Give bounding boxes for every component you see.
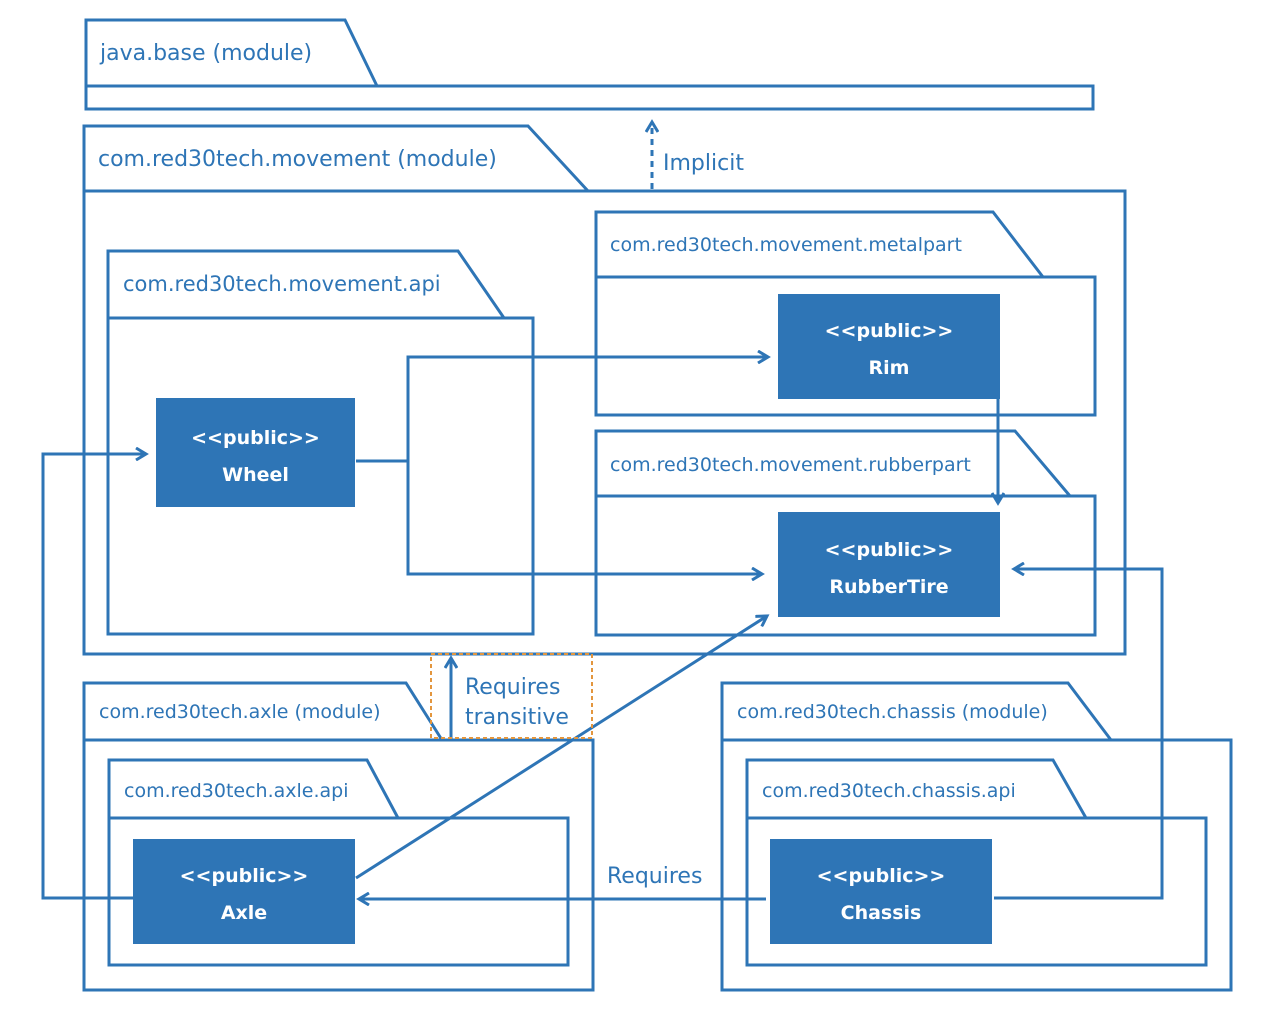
package-metalpart-tab bbox=[594, 210, 1045, 278]
module-chassis: com.red30tech.chassis (module) bbox=[720, 681, 1233, 992]
module-movement: com.red30tech.movement (module) bbox=[82, 124, 1127, 656]
package-rubberpart-tab bbox=[594, 429, 1072, 497]
class-chassis: <<public>> Chassis bbox=[770, 839, 992, 944]
package-chassis-api-tab bbox=[745, 758, 1088, 819]
module-axle-tab bbox=[82, 681, 444, 741]
axle-to-rubbertire-arrow bbox=[355, 616, 767, 880]
implicit-label: Implicit bbox=[663, 151, 744, 176]
package-movement-api-tab bbox=[106, 249, 506, 319]
class-rim-stereotype: <<public>> bbox=[825, 320, 954, 342]
module-movement-label: com.red30tech.movement (module) bbox=[98, 147, 497, 172]
axle-to-wheel-arrow bbox=[41, 454, 146, 900]
wheel-to-rubbertire-arrow bbox=[406, 461, 762, 574]
package-movement-api-body bbox=[106, 316, 535, 636]
package-rubberpart: com.red30tech.movement.rubberpart bbox=[594, 429, 1097, 637]
package-chassis-api: com.red30tech.chassis.api bbox=[745, 758, 1208, 967]
package-metalpart: com.red30tech.movement.metalpart bbox=[594, 210, 1097, 417]
module-movement-body bbox=[82, 189, 1127, 656]
class-wheel: <<public>> Wheel bbox=[156, 398, 355, 507]
class-chassis-stereotype: <<public>> bbox=[817, 865, 946, 887]
package-chassis-api-label: com.red30tech.chassis.api bbox=[762, 780, 1016, 802]
wheel-to-rim-arrow bbox=[356, 357, 768, 463]
class-wheel-stereotype: <<public>> bbox=[191, 427, 320, 449]
class-axle-name: Axle bbox=[221, 902, 267, 924]
module-chassis-body bbox=[720, 738, 1233, 992]
class-chassis-name: Chassis bbox=[841, 902, 922, 924]
class-rubbertire-box bbox=[778, 512, 1000, 617]
class-axle-stereotype: <<public>> bbox=[180, 865, 309, 887]
requires-transitive-label-line1: Requires bbox=[465, 675, 560, 700]
chassis-to-rubbertire-arrow bbox=[994, 569, 1164, 900]
requires-transitive-label-line2: transitive bbox=[465, 705, 569, 730]
module-java-base-body bbox=[84, 84, 1095, 111]
module-movement-tab bbox=[82, 124, 590, 193]
requires-label: Requires bbox=[607, 864, 702, 889]
class-rim-box bbox=[778, 294, 1000, 399]
class-rubbertire-name: RubberTire bbox=[829, 576, 948, 598]
module-axle: com.red30tech.axle (module) bbox=[82, 681, 595, 992]
class-axle: <<public>> Axle bbox=[133, 839, 355, 944]
module-axle-label: com.red30tech.axle (module) bbox=[99, 701, 381, 723]
class-axle-box bbox=[133, 839, 355, 944]
class-chassis-box bbox=[770, 839, 992, 944]
package-axle-api-tab bbox=[107, 758, 400, 819]
module-chassis-label: com.red30tech.chassis (module) bbox=[737, 701, 1048, 723]
module-java-base-tab bbox=[84, 18, 379, 87]
package-movement-api-label: com.red30tech.movement.api bbox=[123, 272, 441, 296]
module-java-base: java.base (module) bbox=[84, 18, 1095, 111]
module-chassis-tab bbox=[720, 681, 1113, 741]
module-java-base-label: java.base (module) bbox=[99, 41, 312, 66]
requires-transitive-highlight bbox=[430, 653, 593, 739]
class-wheel-box bbox=[156, 398, 355, 507]
package-axle-api-body bbox=[107, 816, 570, 967]
package-metalpart-body bbox=[594, 275, 1097, 417]
class-wheel-name: Wheel bbox=[222, 464, 289, 486]
package-rubberpart-label: com.red30tech.movement.rubberpart bbox=[610, 454, 971, 476]
package-axle-api-label: com.red30tech.axle.api bbox=[124, 780, 348, 802]
class-rubbertire: <<public>> RubberTire bbox=[778, 512, 1000, 617]
package-chassis-api-body bbox=[745, 816, 1208, 967]
class-rubbertire-stereotype: <<public>> bbox=[825, 539, 954, 561]
module-axle-body bbox=[82, 738, 595, 992]
package-rubberpart-body bbox=[594, 494, 1097, 637]
package-movement-api: com.red30tech.movement.api bbox=[106, 249, 535, 636]
package-axle-api: com.red30tech.axle.api bbox=[107, 758, 570, 967]
package-metalpart-label: com.red30tech.movement.metalpart bbox=[610, 234, 962, 256]
class-rim: <<public>> Rim bbox=[778, 294, 1000, 399]
connectors bbox=[41, 122, 1164, 900]
class-rim-name: Rim bbox=[869, 357, 910, 379]
